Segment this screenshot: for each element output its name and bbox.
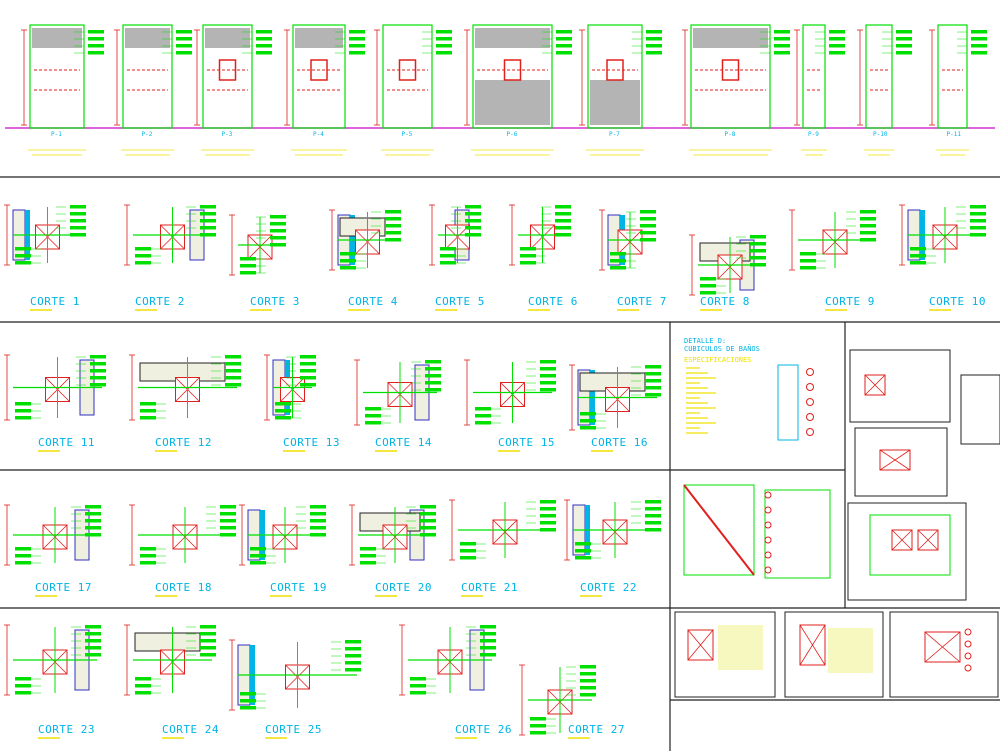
corte-drawing-c14 bbox=[354, 359, 441, 426]
corte-drawing-c7 bbox=[599, 209, 656, 271]
corte-drawing-c4 bbox=[329, 209, 401, 271]
corte-label-c2: CORTE 2 bbox=[135, 295, 185, 308]
corte-drawing-c20 bbox=[349, 504, 436, 566]
corte-label-c24: CORTE 24 bbox=[162, 723, 219, 736]
elevation-e5: P-5 bbox=[374, 24, 452, 156]
corte-label-c7: CORTE 7 bbox=[617, 295, 667, 308]
elevation-label: P-2 bbox=[142, 131, 153, 138]
corte-label-c27: CORTE 27 bbox=[568, 723, 625, 736]
corte-label-c16: CORTE 16 bbox=[591, 436, 648, 449]
corte-label-c4: CORTE 4 bbox=[348, 295, 398, 308]
corte-drawing-c24 bbox=[124, 624, 216, 696]
elevation-label: P-1 bbox=[51, 131, 62, 138]
elevation-label: P-8 bbox=[725, 131, 736, 138]
detalle-d-panel: DETALLE D: CUBICULOS DE BAÑOS ESPECIFICA… bbox=[683, 337, 972, 673]
corte-drawing-c1 bbox=[4, 204, 86, 266]
elevation-label: P-10 bbox=[873, 131, 888, 138]
corte-drawing-c16 bbox=[569, 364, 661, 431]
corte-labels: CORTE 1 CORTE 2 CORTE 3 CORTE 4 CORTE 5 CORTE… bbox=[30, 295, 986, 739]
detalle-title-2: CUBICULOS DE BAÑOS bbox=[684, 344, 760, 353]
detalle-title-1: DETALLE D: bbox=[684, 337, 726, 345]
sheet-frame-lines bbox=[0, 176, 1000, 751]
door-elevations-row: P-1 P-2 P-3 P-4 P-5 P-6 P-7 P-8 P-9 P-10 P-11 bbox=[5, 24, 995, 156]
corte-drawing-c5 bbox=[429, 204, 481, 266]
corte-label-c8: CORTE 8 bbox=[700, 295, 750, 308]
corte-label-c6: CORTE 6 bbox=[528, 295, 578, 308]
detail-box-3 bbox=[960, 374, 1000, 445]
corte-label-c22: CORTE 22 bbox=[580, 581, 637, 594]
corte-label-c3: CORTE 3 bbox=[250, 295, 300, 308]
detalle-subtitle: ESPECIFICACIONES bbox=[684, 356, 751, 364]
corte-drawing-c2 bbox=[124, 204, 216, 266]
corte-drawing-c9 bbox=[789, 209, 876, 271]
corte-label-c19: CORTE 19 bbox=[270, 581, 327, 594]
corte-drawing-c8 bbox=[689, 234, 766, 296]
corte-label-c1: CORTE 1 bbox=[30, 295, 80, 308]
elevation-e9: P-9 bbox=[794, 24, 845, 156]
corte-drawing-c12 bbox=[129, 354, 241, 421]
corte-drawing-c3 bbox=[229, 214, 286, 276]
elevation-e6: P-6 bbox=[464, 24, 572, 156]
corte-drawing-c11 bbox=[4, 354, 106, 421]
corte-label-c14: CORTE 14 bbox=[375, 436, 432, 449]
detail-box-7 bbox=[889, 611, 999, 698]
detail-box-2 bbox=[854, 427, 948, 497]
corte-drawing-c19 bbox=[239, 504, 326, 566]
corte-label-c11: CORTE 11 bbox=[38, 436, 95, 449]
corte-label-c13: CORTE 13 bbox=[283, 436, 340, 449]
corte-label-c5: CORTE 5 bbox=[435, 295, 485, 308]
corte-label-c9: CORTE 9 bbox=[825, 295, 875, 308]
corte-drawing-c27 bbox=[519, 664, 596, 736]
corte-sections bbox=[4, 204, 986, 736]
elevation-label: P-11 bbox=[947, 131, 962, 138]
corte-label-c12: CORTE 12 bbox=[155, 436, 212, 449]
corte-label-c26: CORTE 26 bbox=[455, 723, 512, 736]
corte-drawing-c6 bbox=[509, 204, 571, 266]
elevation-e3: P-3 bbox=[194, 24, 272, 156]
corte-label-c10: CORTE 10 bbox=[929, 295, 986, 308]
corte-label-c20: CORTE 20 bbox=[375, 581, 432, 594]
corte-label-c15: CORTE 15 bbox=[498, 436, 555, 449]
corte-drawing-c22 bbox=[564, 499, 661, 561]
bano-panel-b bbox=[764, 489, 831, 579]
corte-label-c25: CORTE 25 bbox=[265, 723, 322, 736]
corte-label-c18: CORTE 18 bbox=[155, 581, 212, 594]
elevation-e11: P-11 bbox=[929, 24, 987, 156]
elevation-e10: P-10 bbox=[857, 24, 912, 156]
detail-box-1 bbox=[849, 349, 951, 423]
corte-label-c17: CORTE 17 bbox=[35, 581, 92, 594]
corte-drawing-c13 bbox=[264, 354, 316, 421]
corte-drawing-c18 bbox=[129, 504, 236, 566]
elevation-label: P-9 bbox=[808, 131, 819, 138]
elevation-label: P-7 bbox=[609, 131, 620, 138]
corte-drawing-c10 bbox=[899, 204, 986, 266]
detail-box-6 bbox=[784, 611, 884, 698]
elevation-e1: P-1 bbox=[21, 24, 104, 156]
elevation-e7: P-7 bbox=[579, 24, 662, 156]
elevation-e2: P-2 bbox=[114, 24, 192, 156]
corte-drawing-c17 bbox=[4, 504, 101, 566]
corte-label-c21: CORTE 21 bbox=[461, 581, 518, 594]
corte-drawing-c23 bbox=[4, 624, 101, 696]
corte-drawing-c15 bbox=[464, 359, 556, 426]
corte-drawing-c21 bbox=[449, 499, 556, 561]
elevation-label: P-6 bbox=[507, 131, 518, 138]
corte-drawing-c26 bbox=[399, 624, 496, 696]
detail-box-5 bbox=[674, 611, 776, 698]
elevation-e8: P-8 bbox=[682, 24, 790, 156]
corte-label-c23: CORTE 23 bbox=[38, 723, 95, 736]
elevation-e4: P-4 bbox=[284, 24, 365, 156]
elevation-label: P-5 bbox=[402, 131, 413, 138]
corte-drawing-c25 bbox=[229, 639, 361, 711]
elevation-label: P-3 bbox=[222, 131, 233, 138]
detail-box-4 bbox=[847, 502, 967, 601]
elevation-label: P-4 bbox=[313, 131, 324, 138]
bano-panel-a bbox=[683, 484, 755, 576]
bano-detail-profile bbox=[777, 364, 799, 441]
